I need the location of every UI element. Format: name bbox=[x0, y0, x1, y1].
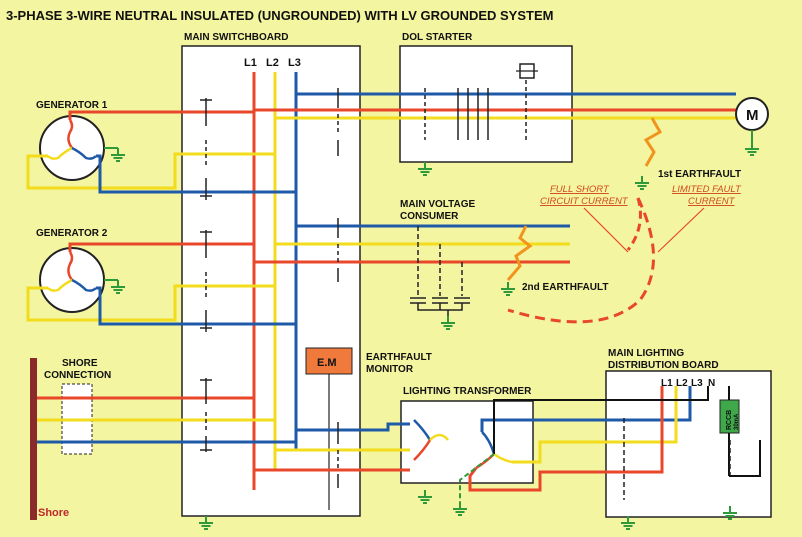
switchboard-earth-icon bbox=[198, 515, 214, 530]
limited-fault-pointer bbox=[657, 207, 705, 253]
full-short-circuit-path bbox=[507, 197, 655, 324]
gen1-coil-yellow bbox=[47, 146, 73, 160]
first-earthfault-label: 1st EARTHFAULT bbox=[658, 169, 741, 180]
lt-secondary-red bbox=[468, 386, 664, 492]
main-switchboard-box bbox=[181, 45, 361, 517]
limited-fault-label-2: CURRENT bbox=[688, 196, 736, 207]
earthfault-monitor-box bbox=[305, 347, 353, 375]
gen2-coil-blue bbox=[71, 278, 97, 292]
mldb-label-2: DISTRIBUTION BOARD bbox=[608, 360, 719, 371]
motor-earth-icon bbox=[744, 141, 760, 156]
rccb-label: RCCB bbox=[726, 410, 733, 430]
gen2-earth-icon bbox=[110, 279, 126, 294]
ldb-breakers bbox=[623, 418, 731, 500]
shore-label: Shore bbox=[38, 507, 69, 519]
generator-1-label: GENERATOR 1 bbox=[36, 100, 108, 111]
full-short-label-2: CIRCUIT CURRENT bbox=[540, 196, 629, 207]
second-earthfault-label: 2nd EARTHFAULT bbox=[522, 282, 608, 293]
earthfault-monitor-label-2: MONITOR bbox=[366, 364, 414, 375]
ldb-label-l3: L3 bbox=[691, 378, 703, 389]
ldb-outgoing-wire bbox=[729, 440, 761, 477]
mldb-label-1: MAIN LIGHTING bbox=[608, 348, 684, 359]
lt-neutral bbox=[493, 386, 709, 454]
shore-pole bbox=[30, 358, 37, 520]
earthfault-monitor-label-1: EARTHFAULT bbox=[366, 352, 432, 363]
second-earthfault-bolt bbox=[506, 225, 533, 281]
rccb-rating: 30mA bbox=[734, 413, 740, 430]
dol-contactor bbox=[424, 80, 527, 140]
limited-fault-path bbox=[626, 197, 642, 251]
full-short-pointer bbox=[583, 207, 629, 253]
em-label: E.M bbox=[317, 357, 337, 369]
main-switchboard-label: MAIN SWITCHBOARD bbox=[184, 32, 288, 43]
gen2-coil-red bbox=[67, 251, 74, 281]
lt-feeder-blue bbox=[296, 422, 410, 432]
ldb-label-l1: L1 bbox=[661, 378, 673, 389]
lt-earth-icon bbox=[417, 489, 433, 504]
generator-1-breaker bbox=[200, 98, 212, 200]
lighting-transformer-label: LIGHTING TRANSFORMER bbox=[403, 386, 532, 397]
bus-label-l1: L1 bbox=[244, 57, 257, 69]
lt-secondary-blue bbox=[480, 386, 692, 432]
ldb-label-n: N bbox=[708, 378, 715, 389]
gen2-wire-blue bbox=[96, 286, 296, 326]
ldb-earth-icon bbox=[620, 515, 636, 530]
gen1-wire-blue bbox=[96, 154, 296, 194]
gen1-wire-red bbox=[68, 110, 254, 120]
dol-starter-label: DOL STARTER bbox=[402, 32, 473, 43]
first-earthfault-bolt bbox=[643, 117, 663, 167]
gen1-coil-red bbox=[67, 119, 74, 149]
dol-starter-box bbox=[399, 45, 573, 163]
first-earthfault-earth-icon bbox=[634, 175, 650, 190]
dol-earth-icon bbox=[417, 161, 433, 176]
shore-connection-label-2: CONNECTION bbox=[44, 370, 111, 381]
generator-2-breaker bbox=[200, 230, 212, 332]
consumer-capacitors bbox=[410, 226, 470, 316]
shore-connection-label-1: SHORE bbox=[62, 358, 98, 369]
shore-breaker bbox=[200, 378, 212, 452]
gen2-wire-red bbox=[68, 242, 254, 252]
gen1-coil-blue bbox=[71, 146, 97, 160]
consumer-earth-icon bbox=[440, 315, 456, 330]
full-short-label-1: FULL SHORT bbox=[550, 184, 610, 195]
second-earthfault-earth-icon bbox=[500, 281, 516, 296]
diagram-title: 3-PHASE 3-WIRE NEUTRAL INSULATED (UNGROU… bbox=[6, 8, 553, 23]
lt-secondary-yellow bbox=[512, 386, 678, 464]
main-voltage-consumer-label-1: MAIN VOLTAGE bbox=[400, 199, 476, 210]
generator-2-label: GENERATOR 2 bbox=[36, 228, 108, 239]
limited-fault-label-1: LIMITED FAULT bbox=[672, 184, 742, 195]
main-voltage-consumer-label-2: CONSUMER bbox=[400, 211, 459, 222]
gen2-coil-yellow bbox=[47, 278, 73, 292]
bus-label-l3: L3 bbox=[288, 57, 301, 69]
lighting-transformer-box bbox=[400, 400, 534, 484]
motor-label: M bbox=[746, 107, 759, 124]
ldb-label-l2: L2 bbox=[676, 378, 688, 389]
bus-label-l2: L2 bbox=[266, 57, 279, 69]
gen1-earth-icon bbox=[110, 147, 126, 162]
lt-neutral-earth-icon bbox=[452, 501, 468, 516]
lt-neutral-earth bbox=[459, 453, 495, 502]
